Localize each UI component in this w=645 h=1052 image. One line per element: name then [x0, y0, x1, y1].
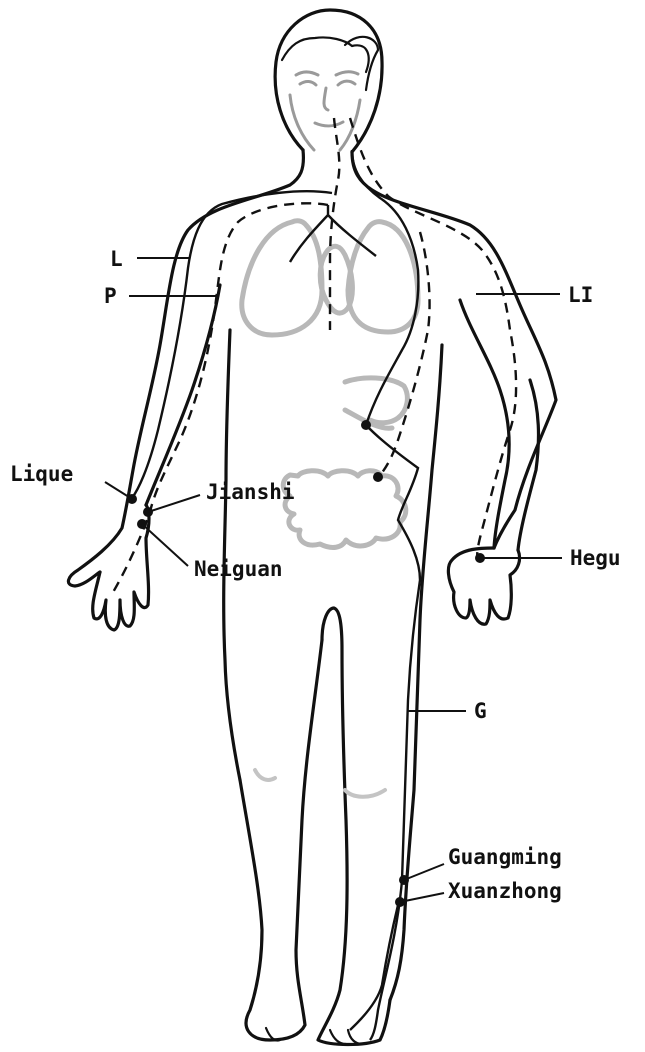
right-lung	[348, 222, 418, 332]
head-outline	[275, 10, 382, 152]
right-foot-toes	[266, 1028, 362, 1044]
right-arm-inner-upper	[460, 300, 509, 548]
left-lung	[242, 221, 322, 335]
label-li: LI	[568, 283, 593, 307]
label-hegu: Hegu	[570, 546, 621, 570]
meridian-p-line	[112, 203, 328, 594]
left-leg	[240, 640, 322, 1040]
left-arm-inner	[146, 285, 220, 505]
label-g: G	[474, 699, 487, 723]
knees	[255, 770, 385, 797]
right-leg-inner	[318, 608, 390, 1045]
face-features	[290, 72, 360, 150]
label-jianshi: Jianshi	[206, 480, 295, 504]
labels: L P LI Lique Jianshi Neiguan Hegu G Guan…	[10, 247, 621, 903]
label-guangming: Guangming	[448, 845, 562, 869]
label-xuanzhong: Xuanzhong	[448, 879, 562, 903]
label-l: L	[110, 247, 123, 271]
neck-right-shoulder	[352, 152, 556, 548]
stomach	[345, 378, 407, 428]
meridian-g-foot	[350, 905, 398, 1030]
intestine-point[interactable]	[373, 472, 383, 482]
label-p: P	[104, 284, 117, 308]
stomach-point[interactable]	[361, 420, 371, 430]
meridian-g-line	[352, 150, 420, 1040]
intestine	[283, 471, 406, 548]
meridian-torso-dashed	[378, 232, 430, 478]
leader-guangming	[404, 864, 444, 880]
label-neiguan: Neiguan	[194, 557, 283, 581]
leader-neiguan	[142, 524, 188, 566]
torso-left	[224, 330, 240, 780]
hair	[282, 37, 378, 90]
meridian-l-line	[132, 191, 332, 498]
label-lique: Lique	[10, 462, 73, 486]
left-shoulder-arm-outer	[68, 150, 303, 586]
meridian-li-line	[350, 118, 516, 560]
leader-jianshi	[148, 495, 200, 512]
